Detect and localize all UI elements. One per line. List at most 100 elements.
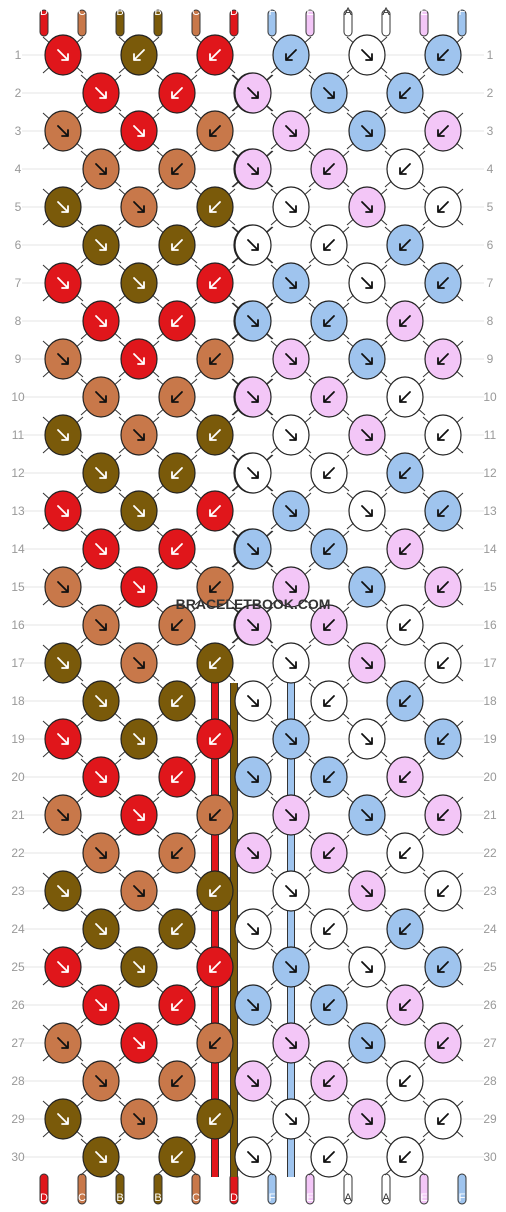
arrow-down-left-icon [209, 1113, 221, 1125]
strand-label-top: D [230, 6, 238, 18]
arrow-down-right-icon [247, 163, 259, 175]
row-label-left: 9 [15, 352, 22, 366]
arrow-down-right-icon [285, 657, 297, 669]
arrow-down-left-icon [171, 239, 183, 251]
arrow-down-left-icon [171, 771, 183, 783]
strand-label-bottom: E [420, 1192, 427, 1204]
arrow-down-left-icon [323, 1151, 335, 1163]
strand-label-bottom: D [230, 1192, 238, 1204]
arrow-down-left-icon [323, 619, 335, 631]
row-label-left: 12 [11, 466, 25, 480]
arrow-down-right-icon [95, 619, 107, 631]
arrow-down-right-icon [285, 505, 297, 517]
arrow-down-left-icon [209, 201, 221, 213]
arrow-down-right-icon [247, 1151, 259, 1163]
row-label-right: 7 [487, 276, 494, 290]
row-label-left: 2 [15, 86, 22, 100]
row-label-left: 21 [11, 808, 25, 822]
arrow-down-right-icon [133, 353, 145, 365]
strand-label-top: D [40, 6, 48, 18]
arrow-down-right-icon [133, 809, 145, 821]
strand-label-top: E [420, 6, 427, 18]
arrow-down-right-icon [247, 543, 259, 555]
row-label-left: 1 [15, 48, 22, 62]
arrow-down-left-icon [437, 49, 449, 61]
arrow-down-left-icon [399, 87, 411, 99]
row-label-left: 22 [11, 846, 25, 860]
strand-label-top: F [459, 6, 466, 18]
arrow-down-left-icon [437, 201, 449, 213]
row-label-right: 24 [483, 922, 497, 936]
arrow-down-left-icon [209, 733, 221, 745]
arrow-down-left-icon [399, 619, 411, 631]
row-label-left: 20 [11, 770, 25, 784]
watermark-group: BRACELETBOOK.COM [176, 596, 331, 612]
row-label-right: 17 [483, 656, 497, 670]
arrow-down-right-icon [133, 1037, 145, 1049]
arrow-down-right-icon [361, 1113, 373, 1125]
arrow-down-right-icon [247, 695, 259, 707]
row-label-right: 20 [483, 770, 497, 784]
row-label-left: 26 [11, 998, 25, 1012]
row-label-left: 13 [11, 504, 25, 518]
row-label-left: 18 [11, 694, 25, 708]
arrow-down-left-icon [209, 581, 221, 593]
row-label-right: 28 [483, 1074, 497, 1088]
arrow-down-right-icon [133, 125, 145, 137]
arrow-down-right-icon [247, 467, 259, 479]
arrow-down-right-icon [95, 695, 107, 707]
arrow-down-left-icon [133, 49, 145, 61]
arrow-down-right-icon [285, 201, 297, 213]
arrow-down-right-icon [57, 505, 69, 517]
row-label-right: 2 [487, 86, 494, 100]
arrow-down-right-icon [57, 429, 69, 441]
arrow-down-right-icon [57, 1113, 69, 1125]
arrow-down-right-icon [247, 923, 259, 935]
row-label-right: 11 [484, 428, 497, 442]
knot-grid [44, 34, 462, 1178]
arrow-down-left-icon [399, 163, 411, 175]
row-label-right: 10 [483, 390, 497, 404]
row-label-right: 15 [483, 580, 497, 594]
arrow-down-right-icon [247, 239, 259, 251]
row-label-left: 6 [15, 238, 22, 252]
arrow-down-right-icon [133, 581, 145, 593]
arrow-down-right-icon [95, 847, 107, 859]
arrow-down-right-icon [361, 49, 373, 61]
row-label-right: 21 [483, 808, 497, 822]
row-label-right: 19 [483, 732, 497, 746]
arrow-down-right-icon [133, 733, 145, 745]
arrow-down-right-icon [285, 961, 297, 973]
arrow-down-right-icon [285, 733, 297, 745]
arrow-down-right-icon [247, 771, 259, 783]
arrow-down-left-icon [323, 391, 335, 403]
arrow-down-right-icon [285, 1037, 297, 1049]
arrow-down-left-icon [399, 315, 411, 327]
row-label-right: 12 [483, 466, 497, 480]
arrow-down-left-icon [209, 49, 221, 61]
arrow-down-right-icon [285, 277, 297, 289]
row-label-right: 14 [483, 542, 497, 556]
arrow-down-left-icon [323, 999, 335, 1011]
arrow-down-right-icon [95, 999, 107, 1011]
arrow-down-right-icon [247, 847, 259, 859]
row-label-right: 3 [487, 124, 494, 138]
strand-label-top: E [306, 6, 313, 18]
arrow-down-right-icon [247, 999, 259, 1011]
arrow-down-left-icon [399, 695, 411, 707]
arrow-down-left-icon [437, 961, 449, 973]
row-label-left: 28 [11, 1074, 25, 1088]
row-label-right: 1 [487, 48, 494, 62]
arrow-down-right-icon [285, 809, 297, 821]
arrow-down-right-icon [95, 315, 107, 327]
arrow-down-left-icon [209, 961, 221, 973]
arrow-down-right-icon [133, 885, 145, 897]
arrow-down-right-icon [57, 125, 69, 137]
arrow-down-left-icon [171, 543, 183, 555]
row-label-left: 27 [11, 1036, 25, 1050]
arrow-down-left-icon [171, 87, 183, 99]
strand-label-top: B [154, 6, 161, 18]
arrow-down-right-icon [285, 353, 297, 365]
arrow-down-right-icon [57, 733, 69, 745]
arrow-down-left-icon [171, 847, 183, 859]
